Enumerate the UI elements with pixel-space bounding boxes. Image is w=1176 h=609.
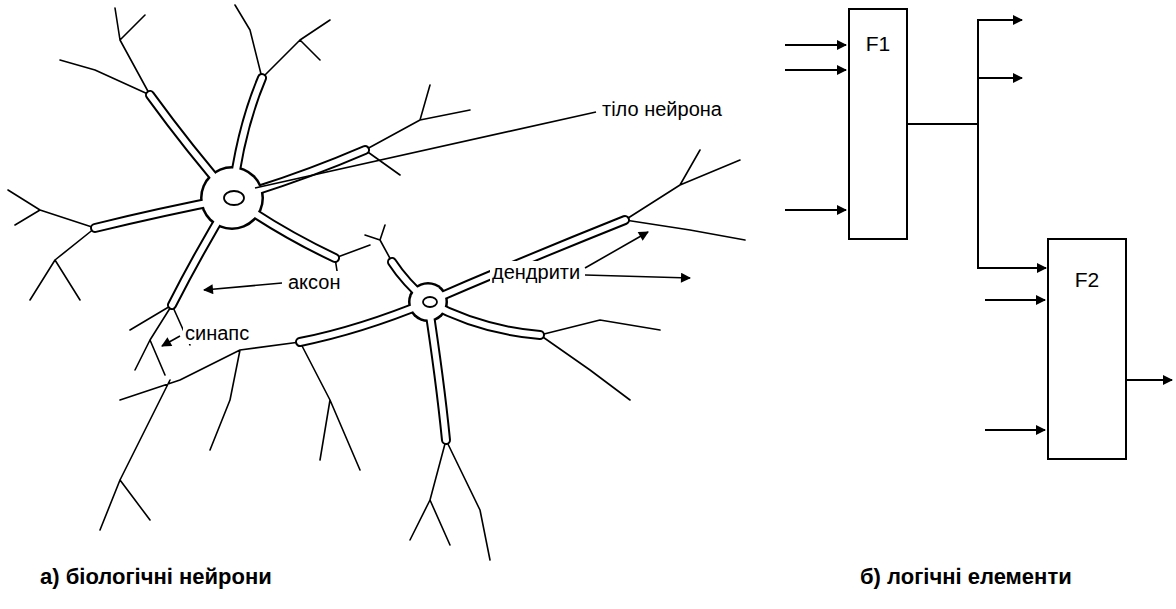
element-name: F1	[866, 32, 891, 56]
sub-caption: б) логічні елементи	[858, 564, 1074, 590]
logic-element-box: F2	[1047, 238, 1127, 460]
signal-connector	[908, 124, 1046, 268]
sub-caption: а) біологічні нейрони	[38, 564, 274, 590]
label-text: дендрити	[490, 261, 582, 283]
part-label: тіло нейрона	[600, 98, 724, 121]
label-text: аксон	[286, 271, 343, 293]
part-label: синапс	[183, 322, 251, 345]
label-text: тіло нейрона	[600, 98, 724, 120]
leader-lines	[162, 112, 690, 346]
label-text: б) логічні елементи	[858, 564, 1074, 589]
logic-element-box: F1	[848, 8, 908, 240]
label-text: а) біологічні нейрони	[38, 564, 274, 589]
part-label: дендрити	[490, 261, 582, 284]
label-text: синапс	[183, 322, 251, 344]
dendrite-branches	[8, 5, 745, 560]
element-name: F2	[1075, 268, 1100, 292]
part-label: аксон	[286, 271, 343, 294]
